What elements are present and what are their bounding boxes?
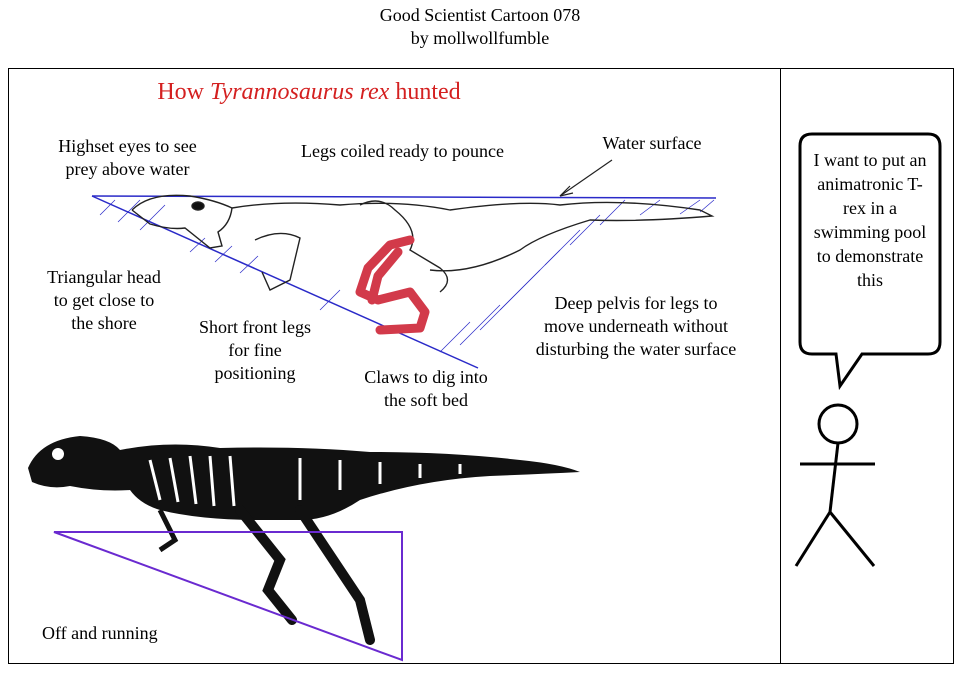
label-claws: Claws to dig into the soft bed — [350, 366, 502, 412]
label-front-legs-line3: positioning — [214, 363, 296, 383]
comic-author: by mollwollfumble — [410, 28, 550, 48]
label-head-line2: to get close to — [53, 290, 155, 310]
main-panel: How Tyrannosaurus rex hunted — [8, 68, 782, 664]
label-front-legs-line2: for fine — [228, 340, 282, 360]
label-pelvis-line2: move underneath without — [544, 316, 728, 336]
label-head-line3: the shore — [71, 313, 137, 333]
label-head-line1: Triangular head — [47, 267, 161, 287]
title-prefix: How — [157, 79, 210, 105]
running-trex-skeleton — [28, 436, 580, 645]
label-head: Triangular head to get close to the shor… — [30, 266, 178, 335]
label-front-legs: Short front legs for fine positioning — [184, 316, 326, 385]
water-hatching — [99, 199, 715, 353]
label-running: Off and running — [42, 622, 190, 645]
panel-title: How Tyrannosaurus rex hunted — [49, 79, 569, 106]
posture-triangle — [53, 531, 403, 662]
label-pelvis: Deep pelvis for legs to move underneath … — [516, 292, 756, 361]
coiled-legs — [355, 235, 430, 335]
speech-text: I want to put an animatronic T-rex in a … — [813, 150, 927, 290]
title-suffix: hunted — [389, 79, 461, 105]
label-legs-coiled-text: Legs coiled ready to pounce — [301, 141, 504, 161]
crouching-trex — [131, 194, 715, 293]
label-eyes-line1: Highset eyes to see — [58, 136, 197, 156]
label-water-surface: Water surface — [592, 132, 712, 155]
label-claws-line1: Claws to dig into — [364, 367, 488, 387]
pointer-arrowhead — [559, 185, 574, 197]
stick-figure — [794, 403, 876, 567]
title-species: Tyrannosaurus rex — [210, 79, 390, 105]
label-front-legs-line1: Short front legs — [199, 317, 311, 337]
label-legs-coiled: Legs coiled ready to pounce — [280, 140, 525, 163]
speech-bubble — [798, 132, 942, 391]
label-water-surface-text: Water surface — [602, 133, 702, 153]
label-claws-line2: the soft bed — [384, 390, 468, 410]
comic-header: Good Scientist Cartoon 078 by mollwollfu… — [0, 4, 960, 50]
label-pelvis-line1: Deep pelvis for legs to — [554, 293, 718, 313]
rib-lines — [148, 455, 462, 507]
label-eyes: Highset eyes to see prey above water — [40, 135, 215, 181]
water-surface-pointer — [559, 159, 613, 197]
label-running-text: Off and running — [42, 623, 158, 643]
comic-title: Good Scientist Cartoon 078 — [379, 5, 581, 25]
label-pelvis-line3: disturbing the water surface — [535, 339, 737, 359]
label-eyes-line2: prey above water — [65, 159, 190, 179]
